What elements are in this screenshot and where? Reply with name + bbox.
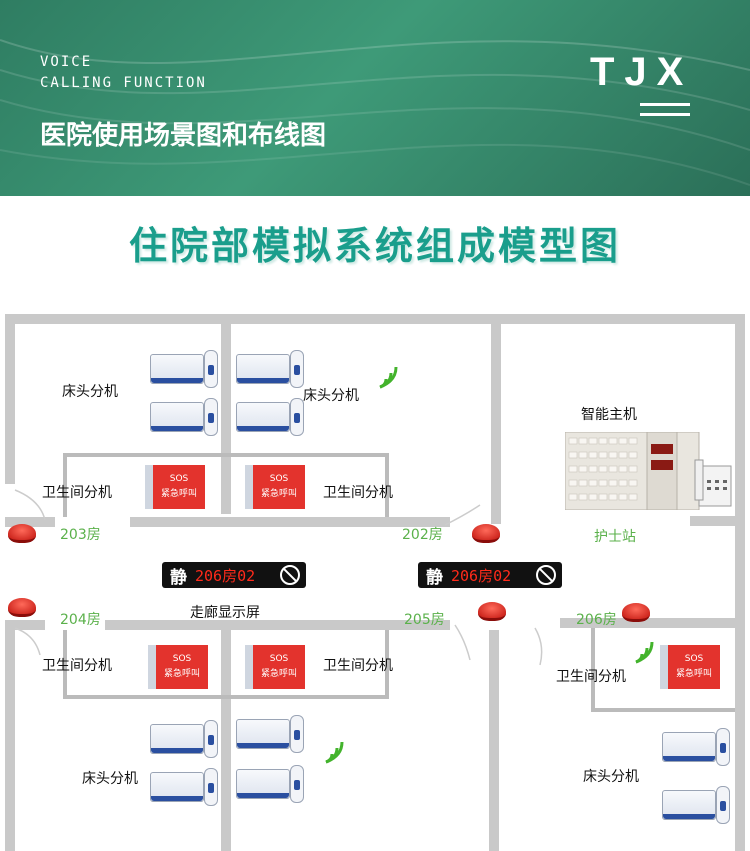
- display-text: 206房02: [451, 566, 512, 585]
- label-nurse-station: 护士站: [594, 529, 636, 545]
- label-corridor-display: 走廊显示屏: [190, 605, 260, 621]
- label-smart-host: 智能主机: [581, 407, 637, 423]
- sos-caption: 紧急呼叫: [163, 669, 200, 679]
- diagram-title: 住院部模拟系统组成模型图: [128, 224, 621, 268]
- bedside-unit-icon: [236, 765, 306, 803]
- brand-underline-2: [640, 113, 690, 116]
- corridor-display-right: 静 206房02: [418, 562, 562, 588]
- door-lamp-icon: [478, 602, 506, 621]
- label-bathroom-unit-203: 卫生间分机: [42, 485, 112, 501]
- bathroom-walls: [63, 453, 735, 712]
- label-bathroom-unit-204: 卫生间分机: [42, 658, 112, 674]
- door-lamp-icon: [622, 603, 650, 622]
- bedside-unit-icon: [662, 786, 732, 824]
- room-206: 206房: [576, 612, 617, 628]
- sos-button-icon: SOS 紧急呼叫: [245, 465, 305, 509]
- bedside-unit-icon: [236, 350, 306, 388]
- sos-caption: 紧急呼叫: [160, 489, 197, 499]
- sos-label: SOS: [269, 654, 289, 664]
- voice-line-2: CALLING FUNCTION: [40, 75, 207, 91]
- label-bathroom-unit-206: 卫生间分机: [556, 669, 626, 685]
- sos-caption: 紧急呼叫: [260, 489, 297, 499]
- bedside-unit-icon: [662, 728, 732, 766]
- wifi-signal-icon: [325, 741, 344, 764]
- wifi-signal-icon: [379, 366, 398, 389]
- mute-icon: [280, 565, 300, 585]
- door-arcs: [14, 489, 543, 666]
- room-202: 202房: [402, 527, 443, 543]
- scene-title: 医院使用场景图和布线图: [40, 121, 327, 151]
- wifi-signal-icon: [635, 641, 654, 664]
- label-bed-unit-203: 床头分机: [62, 384, 118, 400]
- sos-label: SOS: [172, 654, 192, 664]
- bedside-unit-icon: [150, 768, 220, 806]
- room-203: 203房: [60, 527, 101, 543]
- label-bathroom-unit-202: 卫生间分机: [323, 485, 393, 501]
- bedside-unit-icon: [150, 350, 220, 388]
- voice-calling-text: VOICE CALLING FUNCTION: [40, 52, 207, 94]
- label-bed-unit-202: 床头分机: [303, 388, 359, 404]
- label-bed-unit-204: 床头分机: [82, 771, 138, 787]
- door-lamp-icon: [8, 598, 36, 617]
- door-lamp-icon: [8, 524, 36, 543]
- display-text: 206房02: [195, 566, 256, 585]
- sos-button-icon: SOS 紧急呼叫: [148, 645, 208, 689]
- smart-host-device: [565, 432, 732, 510]
- mute-icon: [536, 565, 556, 585]
- floor-plan: [5, 314, 745, 851]
- header-banner: VOICE CALLING FUNCTION TJX 医院使用场景图和布线图: [0, 0, 750, 196]
- sos-button-icon: SOS 紧急呼叫: [145, 465, 205, 509]
- sos-caption: 紧急呼叫: [675, 669, 712, 679]
- bedside-unit-icon: [150, 398, 220, 436]
- sos-caption: 紧急呼叫: [260, 669, 297, 679]
- room-205: 205房: [404, 612, 445, 628]
- bedside-unit-icon: [150, 720, 220, 758]
- brand-logo: TJX: [590, 50, 694, 94]
- walls: [5, 314, 745, 851]
- bedside-unit-icon: [236, 715, 306, 753]
- door-lamp-icon: [472, 524, 500, 543]
- corridor-display-left: 静 206房02: [162, 562, 306, 588]
- sos-label: SOS: [684, 654, 704, 664]
- sos-button-icon: SOS 紧急呼叫: [245, 645, 305, 689]
- room-204: 204房: [60, 612, 101, 628]
- quiet-char: 静: [426, 567, 443, 588]
- quiet-char: 静: [170, 567, 187, 588]
- label-bed-unit-206: 床头分机: [583, 769, 639, 785]
- brand-underline-1: [640, 103, 690, 106]
- bedside-unit-icon: [236, 398, 306, 436]
- banner-waves: [0, 39, 750, 186]
- voice-line-1: VOICE: [40, 54, 93, 70]
- sos-label: SOS: [169, 474, 189, 484]
- sos-label: SOS: [269, 474, 289, 484]
- sos-button-icon: SOS 紧急呼叫: [660, 645, 720, 689]
- label-bathroom-unit-205: 卫生间分机: [323, 658, 393, 674]
